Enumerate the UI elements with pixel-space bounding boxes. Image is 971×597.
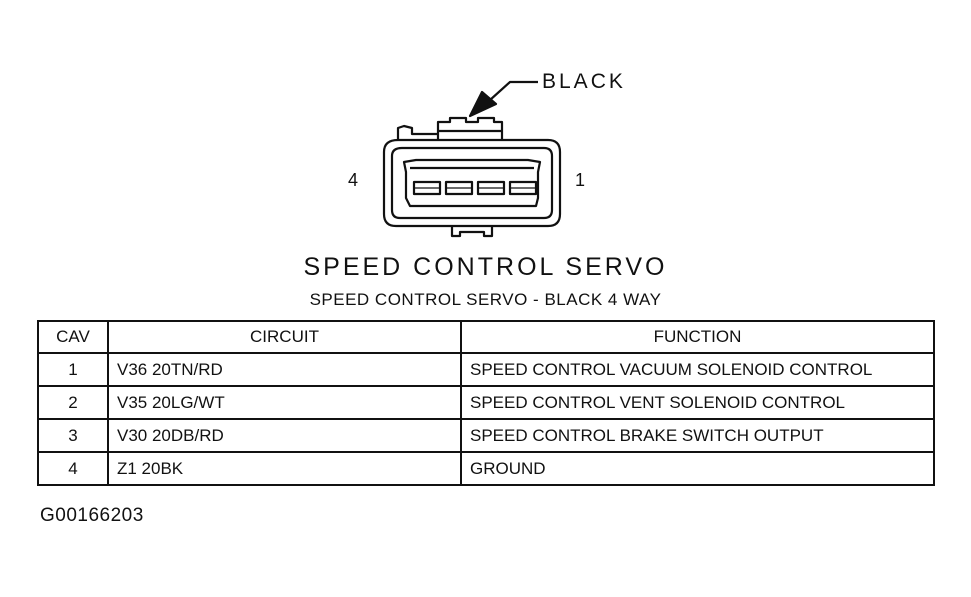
pinout-table: CAV CIRCUIT FUNCTION 1 V36 20TN/RD SPEED… (37, 320, 935, 486)
diagram-title: SPEED CONTROL SERVO (0, 253, 971, 282)
cell-circuit: V30 20DB/RD (107, 418, 462, 453)
leader-line (489, 80, 538, 101)
cell-function: SPEED CONTROL BRAKE SWITCH OUTPUT (460, 418, 935, 453)
table-row: 3 V30 20DB/RD SPEED CONTROL BRAKE SWITCH… (37, 418, 935, 453)
cell-circuit: V35 20LG/WT (107, 385, 462, 420)
table-row: 4 Z1 20BK GROUND (37, 451, 935, 486)
cell-cav: 3 (37, 418, 109, 453)
connector-housing-outer (382, 138, 562, 228)
cell-cav: 4 (37, 451, 109, 486)
pin-4-label: 4 (348, 170, 359, 190)
figure-id: G00166203 (40, 505, 144, 526)
table-row: 1 V36 20TN/RD SPEED CONTROL VACUUM SOLEN… (37, 352, 935, 387)
table-caption: SPEED CONTROL SERVO - BLACK 4 WAY (309, 290, 662, 309)
table-header-row: CAV CIRCUIT FUNCTION (37, 320, 935, 354)
cell-circuit: V36 20TN/RD (107, 352, 462, 387)
leader-arrowhead (468, 90, 498, 118)
header-circuit: CIRCUIT (107, 320, 462, 354)
header-function: FUNCTION (460, 320, 935, 354)
header-cav: CAV (37, 320, 109, 354)
cell-function: SPEED CONTROL VENT SOLENOID CONTROL (460, 385, 935, 420)
pin-1-label: 1 (575, 170, 586, 190)
connector-color-label: BLACK (542, 70, 626, 93)
diagram-title-text: SPEED CONTROL SERVO (303, 253, 668, 281)
cell-function: GROUND (460, 451, 935, 486)
table-row: 2 V35 20LG/WT SPEED CONTROL VENT SOLENOI… (37, 385, 935, 420)
cell-function: SPEED CONTROL VACUUM SOLENOID CONTROL (460, 352, 935, 387)
connector-cavity-block (402, 158, 542, 208)
cell-cav: 2 (37, 385, 109, 420)
connector-latch (436, 116, 504, 140)
cell-cav: 1 (37, 352, 109, 387)
connector-bottom-tab (450, 226, 494, 238)
connector-drawing (382, 80, 562, 238)
connector-housing-inner (390, 146, 554, 220)
cell-circuit: Z1 20BK (107, 451, 462, 486)
